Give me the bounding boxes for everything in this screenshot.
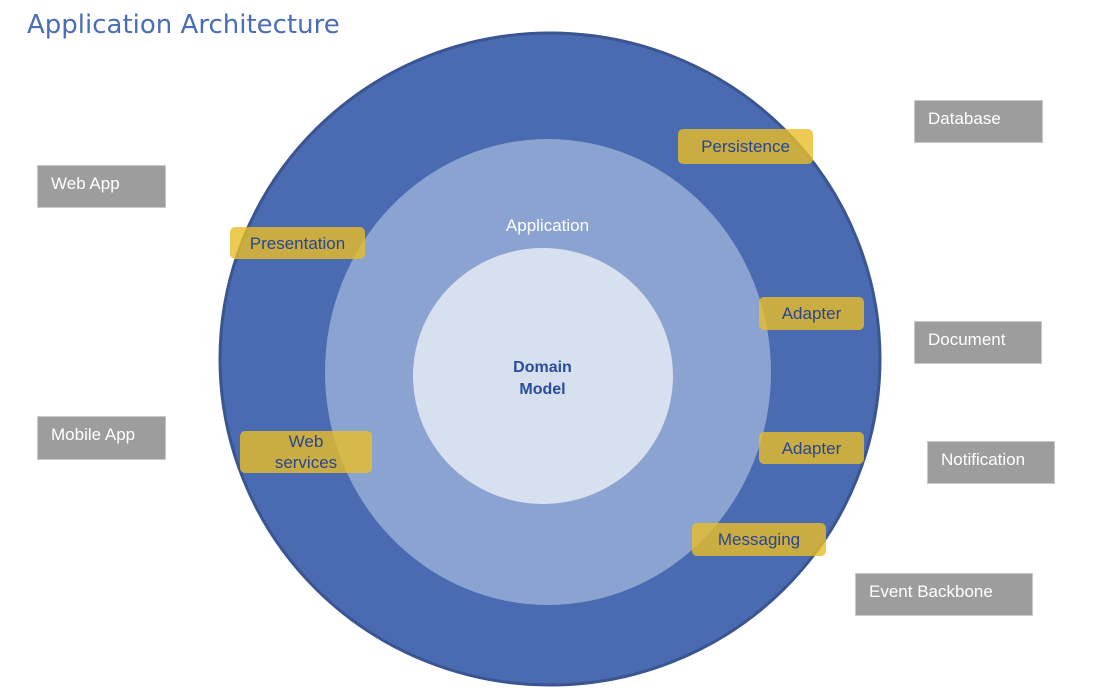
inner-core-domain-model [413, 248, 673, 504]
port-web-services: Web services [240, 431, 372, 473]
application-layer-label: Application [505, 216, 590, 235]
port-web-services-line1: Web [288, 432, 324, 451]
external-mobile-app: Mobile App [37, 416, 166, 460]
port-presentation: Presentation [230, 227, 365, 259]
domain-model-label-line1: Domain [513, 359, 572, 376]
external-notification: Notification [927, 441, 1055, 484]
port-persistence: Persistence [678, 129, 813, 164]
port-web-services-line2: services [274, 453, 338, 472]
external-database: Database [914, 100, 1043, 143]
port-adapter-notification: Adapter [759, 432, 864, 464]
domain-model-label: Domain Model [470, 357, 615, 401]
diagram-title: Application Architecture [27, 10, 340, 40]
port-messaging: Messaging [692, 523, 826, 556]
external-document: Document [914, 321, 1042, 364]
external-web-app: Web App [37, 165, 166, 208]
port-adapter-document: Adapter [759, 297, 864, 330]
external-event-backbone: Event Backbone [855, 573, 1033, 616]
domain-model-label-line2: Model [519, 381, 566, 398]
